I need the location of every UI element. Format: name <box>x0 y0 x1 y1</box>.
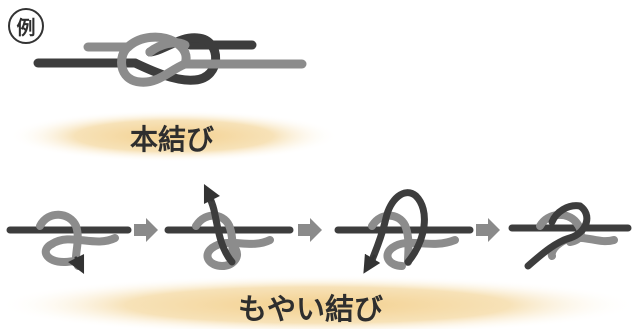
step-arrow-2 <box>298 218 322 242</box>
step-arrow-3 <box>476 218 500 242</box>
hon-musubi-banner <box>9 110 339 162</box>
hon-musubi-label: 本結び <box>130 123 215 156</box>
example-badge: 例 <box>8 8 44 44</box>
step-arrow-1 <box>134 218 158 242</box>
bowline-step-2 <box>164 183 294 271</box>
moyai-musubi-banner <box>0 275 637 329</box>
bowline-step-3 <box>334 189 474 274</box>
bowline-step-4 <box>508 202 632 270</box>
bowline-step-1 <box>6 210 132 275</box>
moyai-musubi-label: もやい結び <box>238 292 384 326</box>
square-knot-illustration <box>33 32 307 87</box>
